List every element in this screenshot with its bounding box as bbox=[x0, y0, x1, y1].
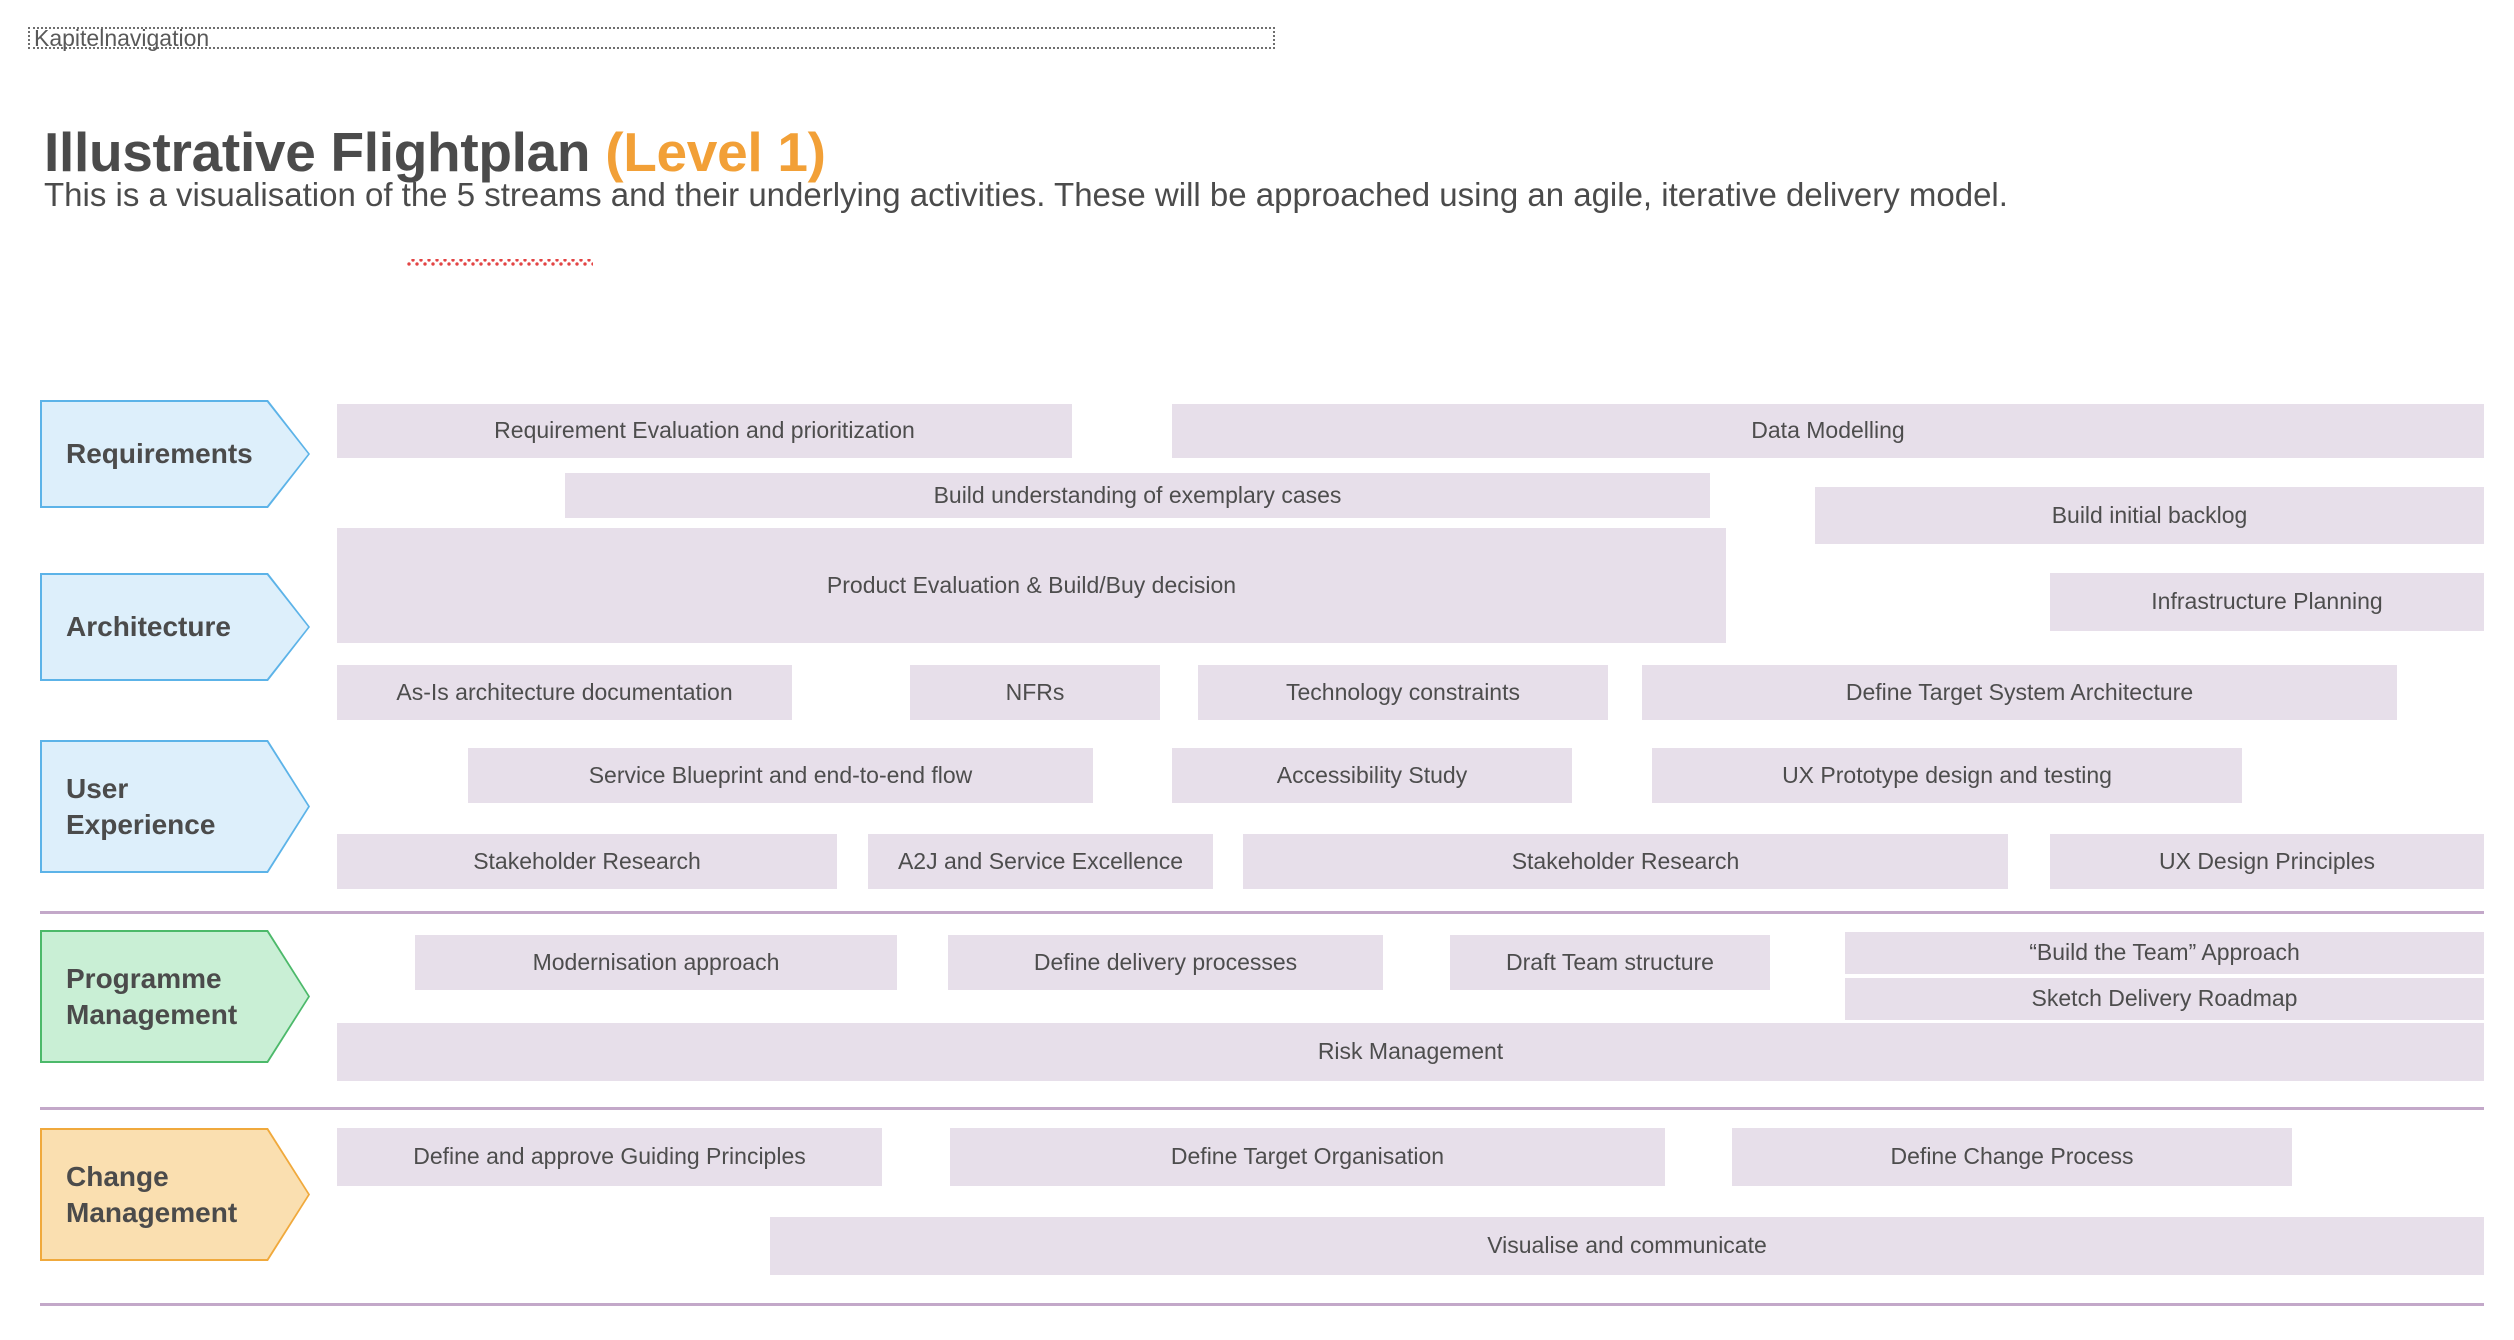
activity-label: Define delivery processes bbox=[1033, 948, 1298, 975]
activity-label: Data Modelling bbox=[1751, 417, 1905, 444]
activity-bar-product-evaluation-build-buy-decision[interactable]: Product Evaluation & Build/Buy decision bbox=[337, 528, 1726, 643]
page-subtitle: This is a visualisation of the 5 streams… bbox=[44, 176, 2008, 213]
page-title-main: Illustrative Flightplan bbox=[44, 120, 591, 183]
stream-chip-fill bbox=[42, 932, 308, 1061]
activity-label: UX Prototype design and testing bbox=[1782, 761, 2112, 788]
stream-chip-border bbox=[40, 400, 310, 508]
activity-bar-service-blueprint-and-end-to-end-flow[interactable]: Service Blueprint and end-to-end flow bbox=[468, 748, 1093, 803]
stream-chip-label: Architecture bbox=[66, 611, 231, 643]
stream-chip-border bbox=[40, 1128, 310, 1261]
stream-chip-programme-management[interactable]: Programme Management bbox=[40, 930, 310, 1063]
activity-bar-define-delivery-processes[interactable]: Define delivery processes bbox=[948, 935, 1383, 990]
stream-chip-user-experience[interactable]: User Experience bbox=[40, 740, 310, 873]
activity-bar-modernisation-approach[interactable]: Modernisation approach bbox=[415, 935, 897, 990]
activity-bar-requirement-evaluation-and-prioritization[interactable]: Requirement Evaluation and prioritizatio… bbox=[337, 404, 1072, 458]
page-title-accent: (Level 1) bbox=[605, 120, 826, 183]
activity-bar-build-the-team-approach[interactable]: “Build the Team” Approach bbox=[1845, 932, 2484, 974]
activity-label: Define Target Organisation bbox=[1170, 1143, 1445, 1170]
stream-chip-border bbox=[40, 740, 310, 873]
activity-label: As-Is architecture documentation bbox=[396, 678, 733, 705]
activity-bar-build-initial-backlog[interactable]: Build initial backlog bbox=[1815, 487, 2484, 544]
stream-chip-label: User Experience bbox=[66, 772, 216, 840]
stream-chip-fill bbox=[42, 742, 308, 871]
stream-chip-fill bbox=[42, 402, 308, 506]
activity-label: Infrastructure Planning bbox=[2151, 588, 2383, 615]
stream-separator-1 bbox=[40, 911, 2484, 914]
activity-label: Technology constraints bbox=[1286, 678, 1520, 705]
activity-bar-stakeholder-research[interactable]: Stakeholder Research bbox=[1243, 834, 2008, 889]
activity-label: Stakeholder Research bbox=[473, 847, 701, 874]
activity-bar-draft-team-structure[interactable]: Draft Team structure bbox=[1450, 935, 1770, 990]
stream-chip-change-management[interactable]: Change Management bbox=[40, 1128, 310, 1261]
activity-label: Stakeholder Research bbox=[1511, 847, 1740, 874]
stream-separator-3 bbox=[40, 1303, 2484, 1306]
activity-bar-accessibility-study[interactable]: Accessibility Study bbox=[1172, 748, 1572, 803]
activity-label: Visualise and communicate bbox=[1487, 1232, 1767, 1259]
activity-label: A2J and Service Excellence bbox=[897, 847, 1184, 874]
activity-label: Define and approve Guiding Principles bbox=[413, 1143, 806, 1170]
activity-bar-infrastructure-planning[interactable]: Infrastructure Planning bbox=[2050, 573, 2484, 631]
stream-chip-fill bbox=[42, 1130, 308, 1259]
activity-bar-define-change-process[interactable]: Define Change Process bbox=[1732, 1128, 2292, 1186]
stream-chip-architecture[interactable]: Architecture bbox=[40, 573, 310, 681]
activity-bar-define-and-approve-guiding-principles[interactable]: Define and approve Guiding Principles bbox=[337, 1128, 882, 1186]
stream-chip-label: Change Management bbox=[66, 1160, 238, 1228]
stream-chip-requirements[interactable]: Requirements bbox=[40, 400, 310, 508]
activity-label: Accessibility Study bbox=[1276, 761, 1468, 788]
activity-bar-data-modelling[interactable]: Data Modelling bbox=[1172, 404, 2484, 458]
activity-bar-visualise-and-communicate[interactable]: Visualise and communicate bbox=[770, 1217, 2484, 1275]
activity-label: Build initial backlog bbox=[2051, 501, 2248, 528]
stream-separator-2 bbox=[40, 1107, 2484, 1110]
chapter-navigation-placeholder[interactable]: Kapitelnavigation bbox=[28, 24, 1275, 51]
activity-label: Sketch Delivery Roadmap bbox=[2031, 985, 2298, 1012]
chapter-navigation-label: Kapitelnavigation bbox=[34, 24, 210, 51]
activity-bar-as-is-architecture-documentation[interactable]: As-Is architecture documentation bbox=[337, 665, 792, 720]
activity-label: Requirement Evaluation and prioritizatio… bbox=[494, 417, 915, 444]
activity-bar-define-target-organisation[interactable]: Define Target Organisation bbox=[950, 1128, 1665, 1186]
activity-label: Product Evaluation & Build/Buy decision bbox=[826, 571, 1237, 598]
activity-label: Modernisation approach bbox=[532, 948, 780, 975]
activity-bar-technology-constraints[interactable]: Technology constraints bbox=[1198, 665, 1608, 720]
activity-bar-risk-management[interactable]: Risk Management bbox=[337, 1023, 2484, 1081]
activity-bar-ux-prototype-design-and-testing[interactable]: UX Prototype design and testing bbox=[1652, 748, 2242, 803]
activity-bar-nfrs[interactable]: NFRs bbox=[910, 665, 1160, 720]
activity-bar-build-understanding-of-exemplary-cases[interactable]: Build understanding of exemplary cases bbox=[565, 473, 1710, 518]
spellcheck-squiggle-icon bbox=[407, 258, 593, 267]
page-title: Illustrative Flightplan (Level 1) bbox=[44, 124, 826, 267]
activity-label: UX Design Principles bbox=[2158, 847, 2376, 874]
stream-chip-label: Requirements bbox=[66, 438, 253, 470]
stream-chip-border bbox=[40, 930, 310, 1063]
activity-label: Define Change Process bbox=[1890, 1143, 2134, 1170]
activity-label: Define Target System Architecture bbox=[1845, 678, 2194, 705]
stream-chip-fill bbox=[42, 575, 308, 679]
activity-label: Build understanding of exemplary cases bbox=[933, 481, 1342, 508]
activity-label: Risk Management bbox=[1317, 1038, 1504, 1065]
stream-chip-border bbox=[40, 573, 310, 681]
activity-label: NFRs bbox=[1005, 678, 1065, 705]
activity-label: Service Blueprint and end-to-end flow bbox=[588, 761, 973, 788]
activity-bar-a2j-and-service-excellence[interactable]: A2J and Service Excellence bbox=[868, 834, 1213, 889]
activity-bar-sketch-delivery-roadmap[interactable]: Sketch Delivery Roadmap bbox=[1845, 978, 2484, 1020]
activity-label: Draft Team structure bbox=[1506, 948, 1714, 975]
stream-chip-label: Programme Management bbox=[66, 962, 238, 1030]
activity-bar-define-target-system-architecture[interactable]: Define Target System Architecture bbox=[1642, 665, 2397, 720]
activity-bar-ux-design-principles[interactable]: UX Design Principles bbox=[2050, 834, 2484, 889]
activity-label: “Build the Team” Approach bbox=[2029, 939, 2300, 966]
activity-bar-stakeholder-research[interactable]: Stakeholder Research bbox=[337, 834, 837, 889]
